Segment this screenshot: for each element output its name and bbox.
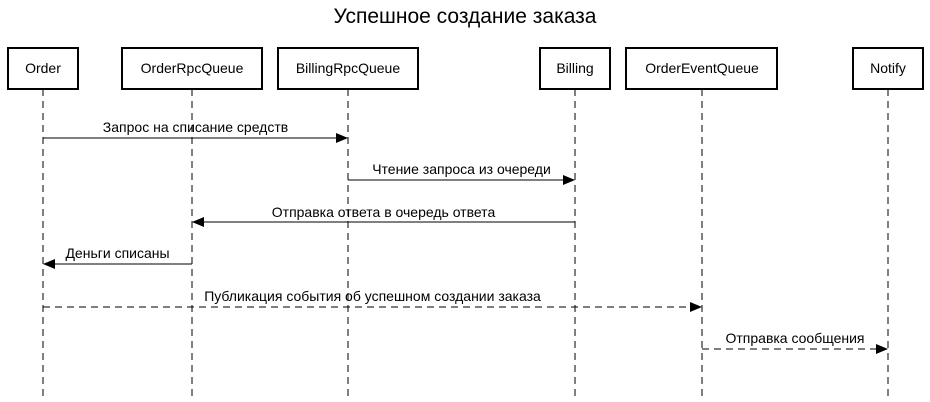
- arrow-head-icon: [563, 175, 575, 185]
- participant-order-event-queue: OrderEventQueue: [625, 47, 778, 90]
- message-label: Запрос на списание средств: [103, 119, 288, 135]
- arrow-head-icon: [192, 217, 204, 227]
- participant-label: Notify: [870, 60, 906, 76]
- message-send-reply: Отправка ответа в очередь ответа: [192, 204, 575, 227]
- diagram-title: Успешное создание заказа: [334, 5, 597, 28]
- message-label: Чтение запроса из очереди: [372, 161, 551, 177]
- arrow-head-icon: [690, 302, 702, 312]
- message-money-debited: Деньги списаны: [43, 245, 192, 269]
- message-publish-event: Публикация события об успешном создании …: [43, 288, 702, 312]
- participant-label: OrderRpcQueue: [141, 60, 244, 76]
- message-request-debit: Запрос на списание средств: [43, 119, 348, 143]
- arrow-head-icon: [876, 344, 888, 354]
- participant-label: BillingRpcQueue: [296, 60, 400, 76]
- message-label: Публикация события об успешном создании …: [204, 288, 541, 304]
- participant-boxes: Order OrderRpcQueue BillingRpcQueue Bill…: [7, 47, 924, 90]
- participant-billing-rpc-queue: BillingRpcQueue: [277, 47, 419, 90]
- participant-label: Billing: [556, 60, 593, 76]
- participant-label: Order: [25, 60, 61, 76]
- message-label: Отправка ответа в очередь ответа: [272, 204, 496, 220]
- participant-label: OrderEventQueue: [645, 60, 759, 76]
- arrow-head-icon: [43, 259, 55, 269]
- participant-order: Order: [7, 47, 79, 90]
- message-label: Деньги списаны: [65, 245, 169, 261]
- arrow-head-icon: [336, 133, 348, 143]
- message-read-request: Чтение запроса из очереди: [348, 161, 575, 185]
- participant-notify: Notify: [852, 47, 924, 90]
- message-send-notification: Отправка сообщения: [702, 330, 888, 354]
- lifelines: [42, 89, 889, 400]
- participant-order-rpc-queue: OrderRpcQueue: [121, 47, 263, 90]
- message-label: Отправка сообщения: [725, 330, 864, 346]
- participant-billing: Billing: [539, 47, 611, 90]
- messages: Запрос на списание средств Чтение запрос…: [43, 119, 888, 354]
